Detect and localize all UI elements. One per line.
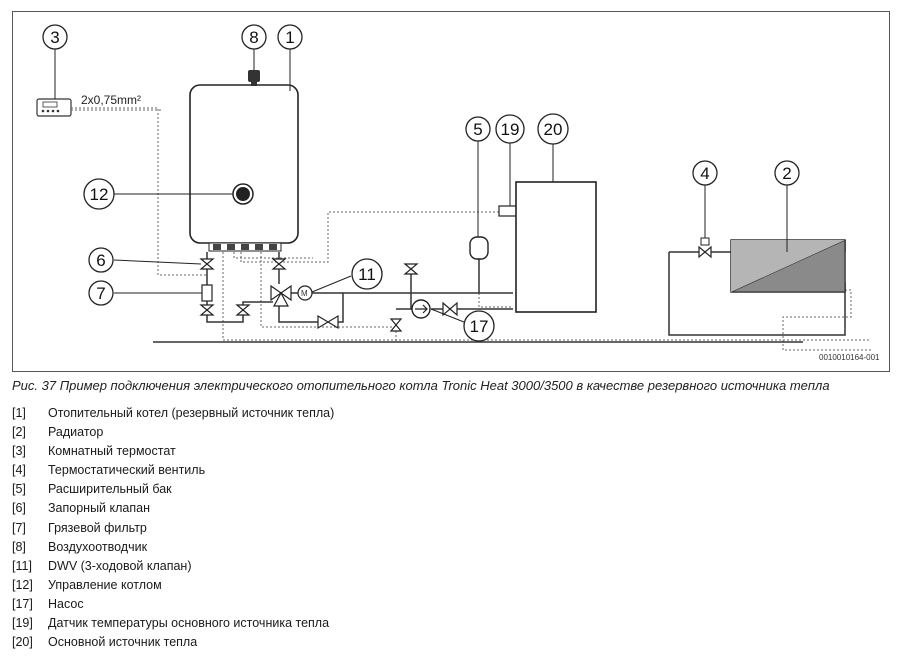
room-thermostat: [36, 98, 72, 117]
legend-text: DWV (3-ходовой клапан): [48, 558, 192, 573]
expansion-tank: [469, 236, 489, 260]
leader-lines: [54, 48, 788, 323]
legend-item: [19] Датчик температуры основного источни…: [12, 614, 334, 633]
svg-text:11: 11: [358, 265, 376, 284]
legend-text: Основной источник тепла: [48, 635, 198, 650]
callout-6: 6: [88, 247, 114, 273]
legend-ref: [12]: [12, 577, 33, 592]
legend-text: Датчик температуры основного источника т…: [48, 616, 330, 631]
check-valve: [317, 314, 339, 330]
legend-text: Радиатор: [48, 425, 104, 440]
legend-item: [12] Управление котлом: [12, 576, 334, 595]
svg-text:12: 12: [90, 185, 109, 204]
legend-list: [1] Отопительный котел (резервный источни…: [12, 404, 334, 652]
legend-text: Насос: [48, 596, 84, 611]
shut-off-valves: [199, 258, 287, 316]
legend-ref: [19]: [12, 616, 33, 631]
legend-text: Термостатический вентиль: [48, 463, 206, 478]
svg-text:2: 2: [782, 164, 791, 183]
legend-item: [6] Запорный клапан: [12, 499, 334, 518]
legend-text: Грязевой фильтр: [48, 520, 147, 535]
drain-valve: [403, 263, 419, 275]
legend-ref: [7]: [12, 520, 26, 535]
legend-item: [5] Расширительный бак: [12, 480, 334, 499]
callout-1: 1: [277, 24, 303, 50]
svg-text:17: 17: [470, 317, 489, 336]
dirt-filter: [201, 284, 213, 302]
legend-item: [8] Воздухоотводчик: [12, 538, 334, 557]
svg-text:6: 6: [96, 251, 105, 270]
callout-3: 3: [42, 24, 68, 50]
callout-11: 11: [351, 258, 383, 290]
diagram-frame: 2x0,75mm²: [12, 11, 890, 372]
legend-ref: [11]: [12, 558, 32, 573]
valve-right-of-pump: [442, 301, 458, 317]
svg-text:20: 20: [544, 120, 563, 139]
legend-item: [7] Грязевой фильтр: [12, 519, 334, 538]
legend-item: [2] Радиатор: [12, 423, 334, 442]
legend-ref: [17]: [12, 596, 33, 611]
legend-ref: [20]: [12, 635, 33, 650]
svg-text:1: 1: [285, 28, 294, 47]
callout-2: 2: [774, 160, 800, 186]
legend-ref: [8]: [12, 539, 26, 554]
callout-7: 7: [88, 280, 114, 306]
motor-label: M: [301, 289, 308, 298]
legend-item: [11] DWV (3-ходовой клапан): [12, 557, 334, 576]
cable-label: 2x0,75mm²: [81, 93, 141, 107]
legend-item: [20] Основной источник тепла: [12, 633, 334, 652]
electrical-wiring: [71, 107, 871, 351]
legend-item: [4] Термостатический вентиль: [12, 461, 334, 480]
svg-text:3: 3: [50, 28, 59, 47]
legend-ref: [1]: [12, 406, 26, 420]
pump: [411, 299, 431, 319]
legend-text: Комнатный термостат: [48, 444, 176, 459]
legend-ref: [3]: [12, 444, 26, 459]
legend-ref: [5]: [12, 482, 26, 497]
callout-8: 8: [241, 24, 267, 50]
legend-text: Управление котлом: [48, 577, 162, 592]
diagram-code: 0010010164-001: [819, 353, 880, 362]
svg-text:7: 7: [96, 284, 105, 303]
legend-ref: [6]: [12, 501, 26, 516]
callout-4: 4: [692, 160, 718, 186]
callout-19: 19: [495, 114, 525, 144]
callout-5: 5: [465, 116, 491, 142]
valve-below-pump: [389, 318, 403, 332]
callout-17: 17: [463, 310, 495, 342]
svg-text:8: 8: [249, 28, 258, 47]
legend-text: Воздухоотводчик: [48, 539, 148, 554]
connection-diagram: 2x0,75mm²: [36, 24, 880, 362]
air-vent: [248, 70, 260, 86]
svg-text:4: 4: [700, 164, 709, 183]
temperature-sensor: [498, 205, 518, 217]
electric-boiler: [189, 84, 299, 252]
radiator: [730, 239, 846, 293]
legend-text: Расширительный бак: [48, 482, 172, 497]
legend-text: Запорный клапан: [48, 501, 150, 516]
callout-20: 20: [537, 113, 569, 145]
callout-12: 12: [83, 178, 115, 210]
svg-text:5: 5: [473, 120, 482, 139]
main-heat-source: [515, 181, 597, 313]
three-way-valve: M: [270, 284, 313, 307]
figure-caption: Рис. 37 Пример подключения электрическог…: [12, 378, 830, 393]
legend-ref: [4]: [12, 463, 26, 478]
legend-item: [3] Комнатный термостат: [12, 442, 334, 461]
thermostatic-valve: [698, 237, 712, 259]
legend-ref: [2]: [12, 425, 26, 440]
legend-item: [1] Отопительный котел (резервный источни…: [12, 404, 334, 423]
svg-text:19: 19: [501, 120, 520, 139]
legend-text: Отопительный котел (резервный источник т…: [48, 406, 335, 420]
legend-item: [17] Насос: [12, 595, 334, 614]
